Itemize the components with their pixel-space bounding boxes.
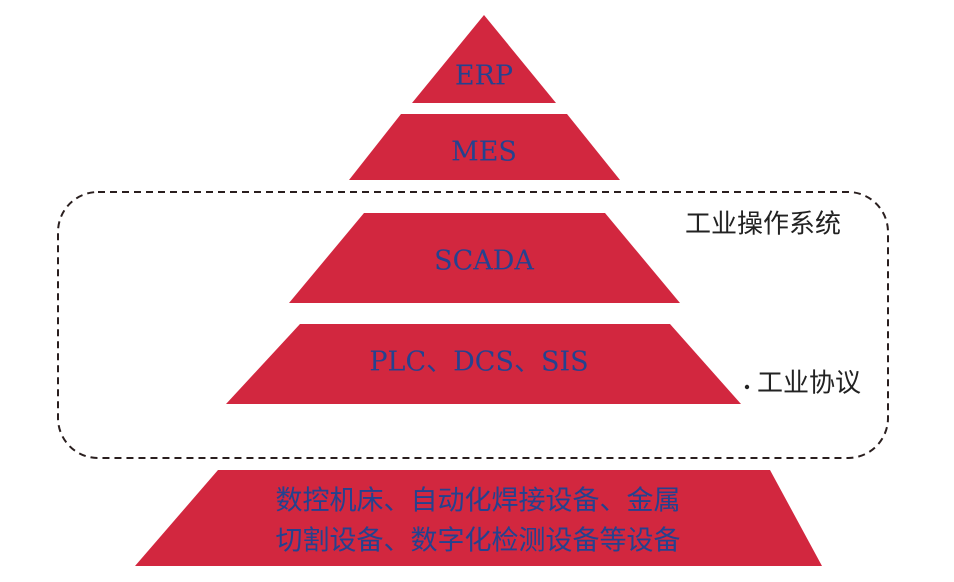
tier-plc-dcs-sis bbox=[226, 324, 741, 404]
industrial-os-boundary bbox=[57, 191, 889, 459]
industrial-protocol-label: 工业协议 bbox=[757, 369, 861, 399]
industrial-os-label: 工业操作系统 bbox=[685, 210, 841, 240]
protocol-bullet-dot bbox=[744, 384, 750, 390]
tier-plc-label: PLC、DCS、SIS bbox=[369, 347, 588, 378]
tier-erp bbox=[412, 15, 556, 103]
tier-equipment-base bbox=[135, 470, 822, 566]
tier-mes-label: MES bbox=[451, 137, 517, 168]
base-label-line1: 数控机床、自动化焊接设备、金属 bbox=[276, 486, 681, 517]
base-label-line2: 切割设备、数字化检测设备等设备 bbox=[276, 526, 681, 557]
tier-mes bbox=[349, 114, 620, 180]
tier-scada bbox=[289, 213, 680, 303]
tier-scada-label: SCADA bbox=[434, 246, 534, 277]
tier-erp-label: ERP bbox=[455, 61, 513, 92]
